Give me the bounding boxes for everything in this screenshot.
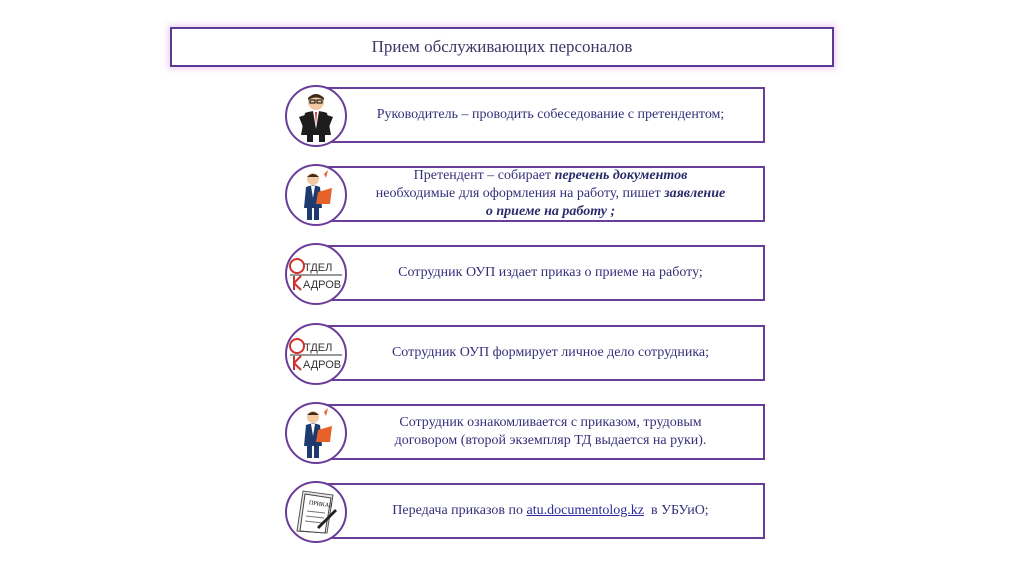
page-title: Прием обслуживающих персоналов (170, 27, 834, 67)
hr-logo-line2: АДРОВ (303, 279, 341, 291)
step-box: Передача приказов по atu.documentolog.kz… (314, 483, 765, 539)
step-manager: Руководитель – проводить собеседование с… (285, 85, 771, 149)
hr-department-logo-icon: ТДЕЛ АДРОВ (285, 323, 347, 385)
hr-logo-line1: ТДЕЛ (304, 342, 332, 354)
step-applicant: Претендент – собирает перечень документо… (285, 164, 771, 228)
step-transfer-orders: Передача приказов по atu.documentolog.kz… (285, 481, 771, 545)
step-text-part: в УБУиО; (643, 503, 709, 518)
step-text-line: Сотрудник ознакомливается с приказом, тр… (399, 415, 702, 430)
step-box: Сотрудник ознакомливается с приказом, тр… (314, 404, 765, 460)
step-box: Руководитель – проводить собеседование с… (314, 87, 765, 143)
step-text-part: Претендент – собирает (413, 168, 555, 183)
step-text-part: Передача приказов по (392, 503, 527, 518)
step-employee-acknowledge: Сотрудник ознакомливается с приказом, тр… (285, 402, 771, 466)
documentolog-link[interactable]: atu.documentolog.kz (526, 503, 644, 518)
step-hr-order: Сотрудник ОУП издает приказ о приеме на … (285, 243, 771, 307)
step-box: Сотрудник ОУП издает приказ о приеме на … (314, 245, 765, 301)
step-box: Претендент – собирает перечень документо… (314, 166, 765, 222)
step-text-part: необходимые для оформления на работу, пи… (375, 186, 665, 201)
hr-logo-line2: АДРОВ (303, 359, 341, 371)
step-text-emphasis: о приеме на работу ; (485, 204, 616, 219)
hr-logo-line1: ТДЕЛ (304, 262, 332, 274)
step-text-emphasis: заявление (664, 186, 726, 201)
step-text: Сотрудник ОУП формирует личное дело сотр… (391, 345, 710, 360)
step-text-emphasis: перечень документов (554, 168, 688, 183)
step-text: Руководитель – проводить собеседование с… (376, 107, 725, 122)
step-text: Сотрудник ОУП издает приказ о приеме на … (398, 265, 703, 280)
step-personal-file: Сотрудник ОУП формирует личное дело сотр… (285, 323, 771, 387)
person-with-folder-icon (285, 164, 347, 226)
hr-department-logo-icon: ТДЕЛ АДРОВ (285, 243, 347, 305)
step-text-line: договором (второй экземпляр ТД выдается … (394, 433, 707, 448)
businessman-icon (285, 85, 347, 147)
document-with-pen-icon: ПРИКАЗ (285, 481, 347, 543)
document-label: ПРИКАЗ (309, 500, 333, 509)
person-with-folder-icon (285, 402, 347, 464)
step-box: Сотрудник ОУП формирует личное дело сотр… (314, 325, 765, 381)
